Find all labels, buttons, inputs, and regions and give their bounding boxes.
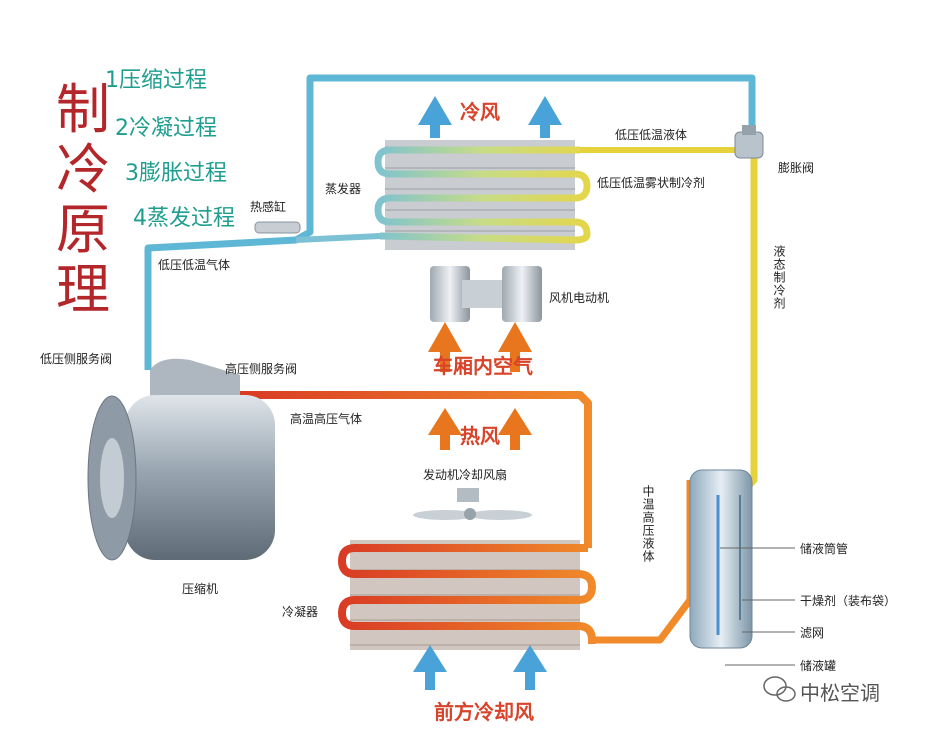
expansion-valve [734, 125, 764, 159]
step-condensation: 2冷凝过程 [115, 116, 217, 141]
cold-air-label: 冷风 [460, 100, 500, 124]
thermo-bulb [254, 221, 301, 234]
step-expansion: 3膨胀过程 [125, 161, 227, 186]
receiver-tube-label: 储液筒管 [800, 542, 849, 556]
receiver-tank-label: 储液罐 [800, 659, 837, 673]
low-side-valve-label: 低压侧服务阀 [40, 352, 113, 366]
title-char: 冷 [56, 138, 110, 201]
filter-label: 滤网 [800, 626, 825, 640]
title-char: 理 [56, 258, 110, 321]
thermo-bulb-label: 热感缸 [250, 200, 287, 214]
evaporator-label: 蒸发器 [325, 182, 362, 196]
step-evaporation: 4蒸发过程 [133, 206, 235, 231]
evaporator-outlet-line [295, 233, 381, 243]
high-pressure-line [240, 391, 592, 548]
title-char: 制 [56, 78, 110, 141]
engine-fan [413, 488, 532, 520]
callout-lines [720, 547, 795, 666]
fan-motor [430, 266, 542, 322]
watermark: 中松空调 [800, 681, 880, 705]
wechat-icon [763, 676, 796, 702]
low-pressure-gas-label: 低压低温气体 [158, 258, 231, 272]
high-pressure-gas-label: 高温高压气体 [290, 412, 363, 426]
front-cooling-air-label: 前方冷却风 [434, 700, 534, 724]
low-pressure-line [144, 74, 756, 370]
evaporator [374, 140, 591, 250]
low-pressure-liquid-label: 低压低温液体 [615, 128, 688, 142]
step-compression: 1压缩过程 [105, 68, 207, 93]
hot-air-arrows [428, 408, 532, 450]
desiccant-label: 干燥剂（装布袋） [800, 594, 897, 608]
condenser [337, 540, 597, 650]
cabin-air-arrows [428, 322, 532, 372]
front-cooling-air-arrows [413, 645, 547, 690]
condenser-outlet-line [588, 480, 694, 644]
receiver-drier [689, 469, 753, 649]
hot-air-label: 热风 [460, 424, 500, 448]
mid-temp-liquid-label: 中温高压液体 [641, 485, 655, 563]
liquid-refrigerant-label: 液态制冷剂 [772, 245, 786, 310]
compressor-label: 压缩机 [182, 582, 219, 596]
compressor [87, 358, 275, 561]
high-side-valve-label: 高压侧服务阀 [225, 362, 298, 376]
title-char: 原 [56, 198, 110, 261]
expansion-valve-label: 膨胀阀 [778, 161, 815, 175]
cabin-air-label: 车厢内空气 [433, 354, 533, 378]
cold-air-arrows [418, 96, 562, 138]
fan-motor-label: 风机电动机 [549, 291, 610, 305]
condenser-label: 冷凝器 [282, 605, 319, 619]
liquid-line [742, 151, 758, 493]
engine-fan-label: 发动机冷却风扇 [423, 468, 508, 482]
low-pressure-mist-label: 低压低温雾状制冷剂 [597, 176, 706, 190]
